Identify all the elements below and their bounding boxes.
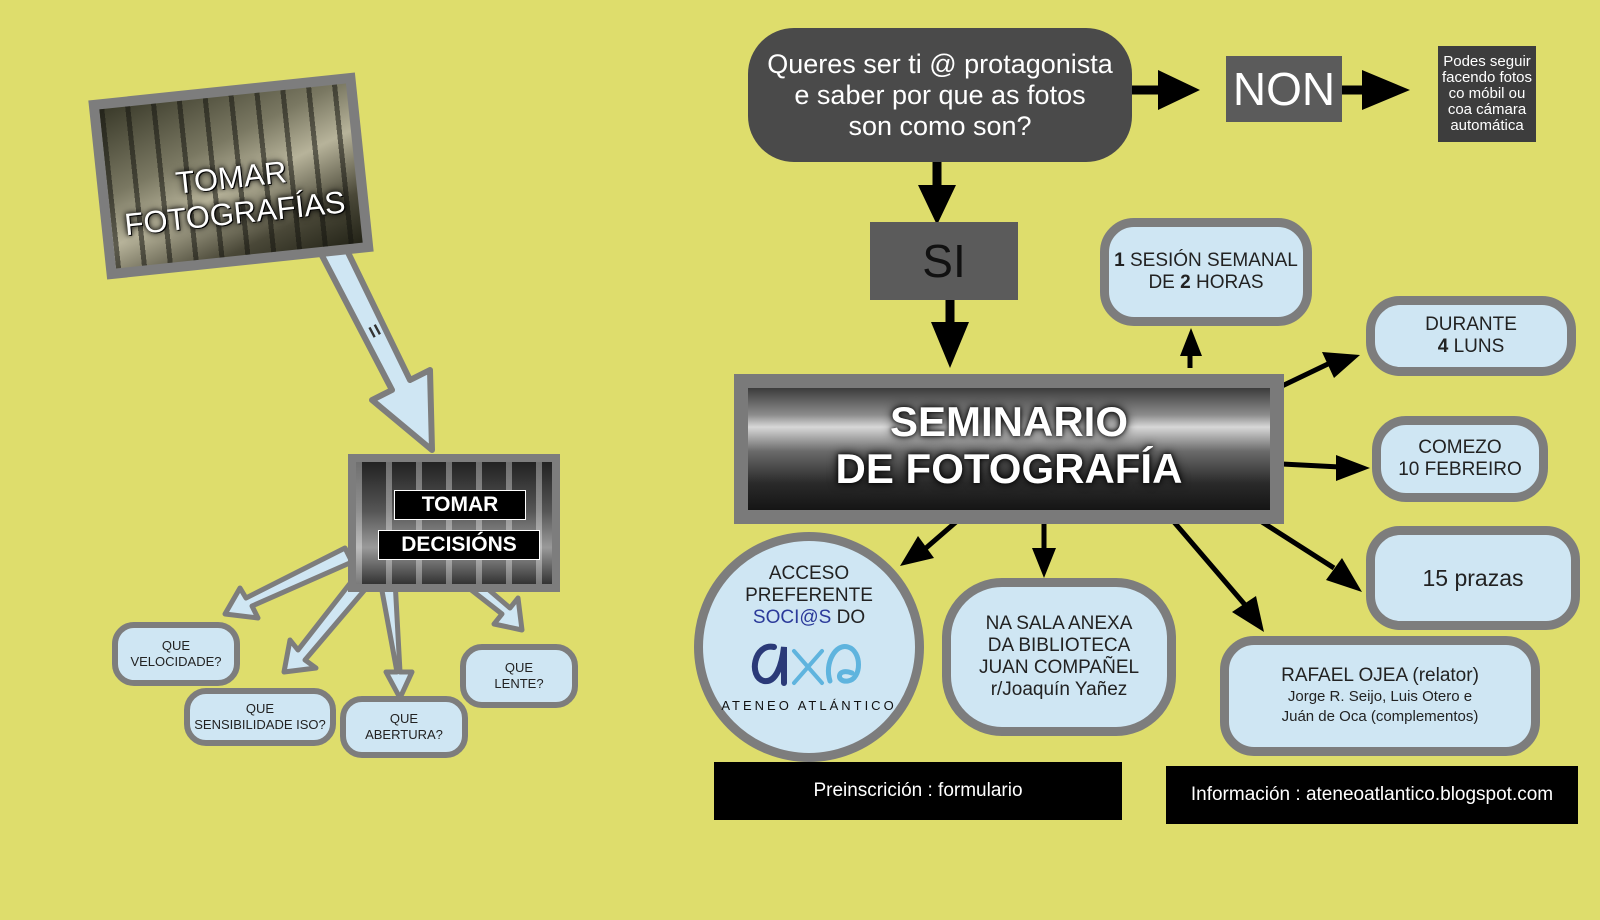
seminar-title-line1: SEMINARIO: [889, 398, 1128, 445]
session-count: 1: [1114, 250, 1125, 271]
places-pill: 15 prazas: [1366, 526, 1580, 630]
no-result-line2: facendo fotos: [1441, 69, 1533, 86]
seminar-arrows: [900, 328, 1370, 632]
question-iso-line1: QUE: [245, 701, 275, 716]
start-pill: COMEZO 10 FEBREIRO: [1372, 416, 1548, 502]
start-line1: COMEZO: [1418, 437, 1502, 458]
access-do: DO: [831, 607, 866, 628]
question-speed-line2: VELOCIDADE?: [130, 654, 222, 669]
helpers-line2: Juán de Oca (complementos): [1281, 708, 1479, 725]
photo-title: TOMAR FOTOGRAFÍAS: [106, 147, 360, 245]
venue-line1: NA SALA ANEXA: [985, 613, 1133, 634]
seminar-title-line2: DE FOTOGRAFÍA: [835, 445, 1183, 492]
logo-text: ATENEO ATLÁNTICO: [721, 698, 897, 713]
information-text: Información : ateneoatlantico.blogspot.c…: [1190, 784, 1554, 805]
question-aperture-line2: ABERTURA?: [365, 727, 443, 742]
preinscription-text: Preinscrición : formulario: [813, 780, 1023, 801]
duration-text: LUNS: [1448, 336, 1505, 357]
no-result-line3: co móbil ou: [1448, 85, 1526, 102]
access-line3: SOCI@S DO: [753, 607, 865, 629]
question-aperture-line1: QUE: [389, 711, 419, 726]
question-iso-line2: SENSIBILIDADE ISO?: [194, 717, 326, 732]
session-text1: SESIÓN SEMANAL: [1124, 250, 1298, 271]
landscape-photo: SEMINARIO DE FOTOGRAFÍA: [748, 388, 1270, 510]
question-line2: e saber por que as fotos: [794, 79, 1086, 110]
speaker-role: (relator): [1407, 665, 1479, 686]
question-line1: Queres ser ti @ protagonista: [767, 48, 1113, 79]
cloister-photo: TOMAR DECISIÓNS: [356, 462, 552, 584]
no-result-line4: coa cámara: [1447, 101, 1527, 118]
decision-label-2: DECISIÓNS: [378, 530, 540, 560]
access-circle: ACCESO PREFERENTE SOCI@S DO ATENEO ATLÁN…: [694, 532, 924, 762]
session-text2a: DE: [1148, 272, 1181, 293]
speaker-name: RAFAEL OJEA: [1281, 665, 1408, 686]
start-line2: 10 FEBREIRO: [1398, 459, 1522, 480]
duration-line1: DURANTE: [1425, 314, 1517, 335]
seminar-card: SEMINARIO DE FOTOGRAFÍA: [734, 374, 1284, 524]
venue-line2: DA BIBLIOTECA: [987, 635, 1131, 656]
question-lens-line2: LENTE?: [494, 676, 544, 691]
question-speed: QUE VELOCIDADE?: [112, 622, 240, 686]
duration-line2: 4 LUNS: [1438, 336, 1505, 358]
duration-pill: DURANTE 4 LUNS: [1366, 296, 1576, 376]
access-line2: PREFERENTE: [745, 585, 873, 606]
session-hours: 2: [1180, 272, 1191, 293]
no-result-line1: Podes seguir: [1443, 53, 1531, 70]
decisions-card: TOMAR DECISIÓNS: [348, 454, 560, 592]
question-lens-line1: QUE: [504, 660, 534, 675]
venue-line3: JUAN COMPAÑEL: [978, 657, 1140, 678]
session-line1: 1 SESIÓN SEMANAL: [1114, 250, 1298, 272]
decision-label-1: TOMAR: [394, 490, 526, 520]
speaker-line: RAFAEL OJEA (relator): [1281, 665, 1479, 687]
information-bar[interactable]: Información : ateneoatlantico.blogspot.c…: [1166, 766, 1578, 824]
photographers-photo: TOMAR FOTOGRAFÍAS: [99, 83, 363, 269]
question-arrows: [222, 545, 525, 701]
duration-count: 4: [1437, 336, 1449, 357]
no-label: NON: [1232, 63, 1336, 115]
question-iso: QUE SENSIBILIDADE ISO?: [184, 688, 336, 746]
equals-arrow: [315, 233, 435, 453]
question-lens: QUE LENTE?: [460, 644, 578, 708]
photo-card: TOMAR FOTOGRAFÍAS: [88, 72, 374, 280]
venue-pill: NA SALA ANEXA DA BIBLIOTECA JUAN COMPAÑE…: [942, 578, 1176, 736]
no-result-box: Podes seguir facendo fotos co móbil ou c…: [1438, 46, 1536, 142]
question-bubble: Queres ser ti @ protagonista e saber por…: [748, 28, 1132, 162]
yes-box: SI: [870, 222, 1018, 300]
flow-arrows: [918, 70, 1410, 368]
question-speed-line1: QUE: [161, 638, 191, 653]
no-box: NON: [1226, 56, 1342, 122]
speaker-pill: RAFAEL OJEA (relator) Jorge R. Seijo, Lu…: [1220, 636, 1540, 756]
session-line2: DE 2 HORAS: [1148, 272, 1263, 294]
ateneo-logo-icon: [752, 643, 861, 686]
seminar-title: SEMINARIO DE FOTOGRAFÍA: [748, 398, 1270, 492]
session-pill: 1 SESIÓN SEMANAL DE 2 HORAS: [1100, 218, 1312, 326]
access-members: SOCI@S: [752, 607, 832, 628]
preinscription-bar[interactable]: Preinscrición : formulario: [714, 762, 1122, 820]
question-aperture: QUE ABERTURA?: [340, 696, 468, 758]
yes-label: SI: [922, 235, 966, 287]
question-line3: son como son?: [848, 110, 1032, 141]
access-line1: ACCESO: [768, 563, 850, 584]
venue-line4: r/Joaquín Yañez: [990, 679, 1128, 700]
session-text2b: HORAS: [1190, 272, 1264, 293]
no-result-line5: automática: [1450, 117, 1524, 134]
places-text: 15 prazas: [1422, 565, 1524, 591]
helpers-line1: Jorge R. Seijo, Luis Otero e: [1287, 688, 1473, 705]
